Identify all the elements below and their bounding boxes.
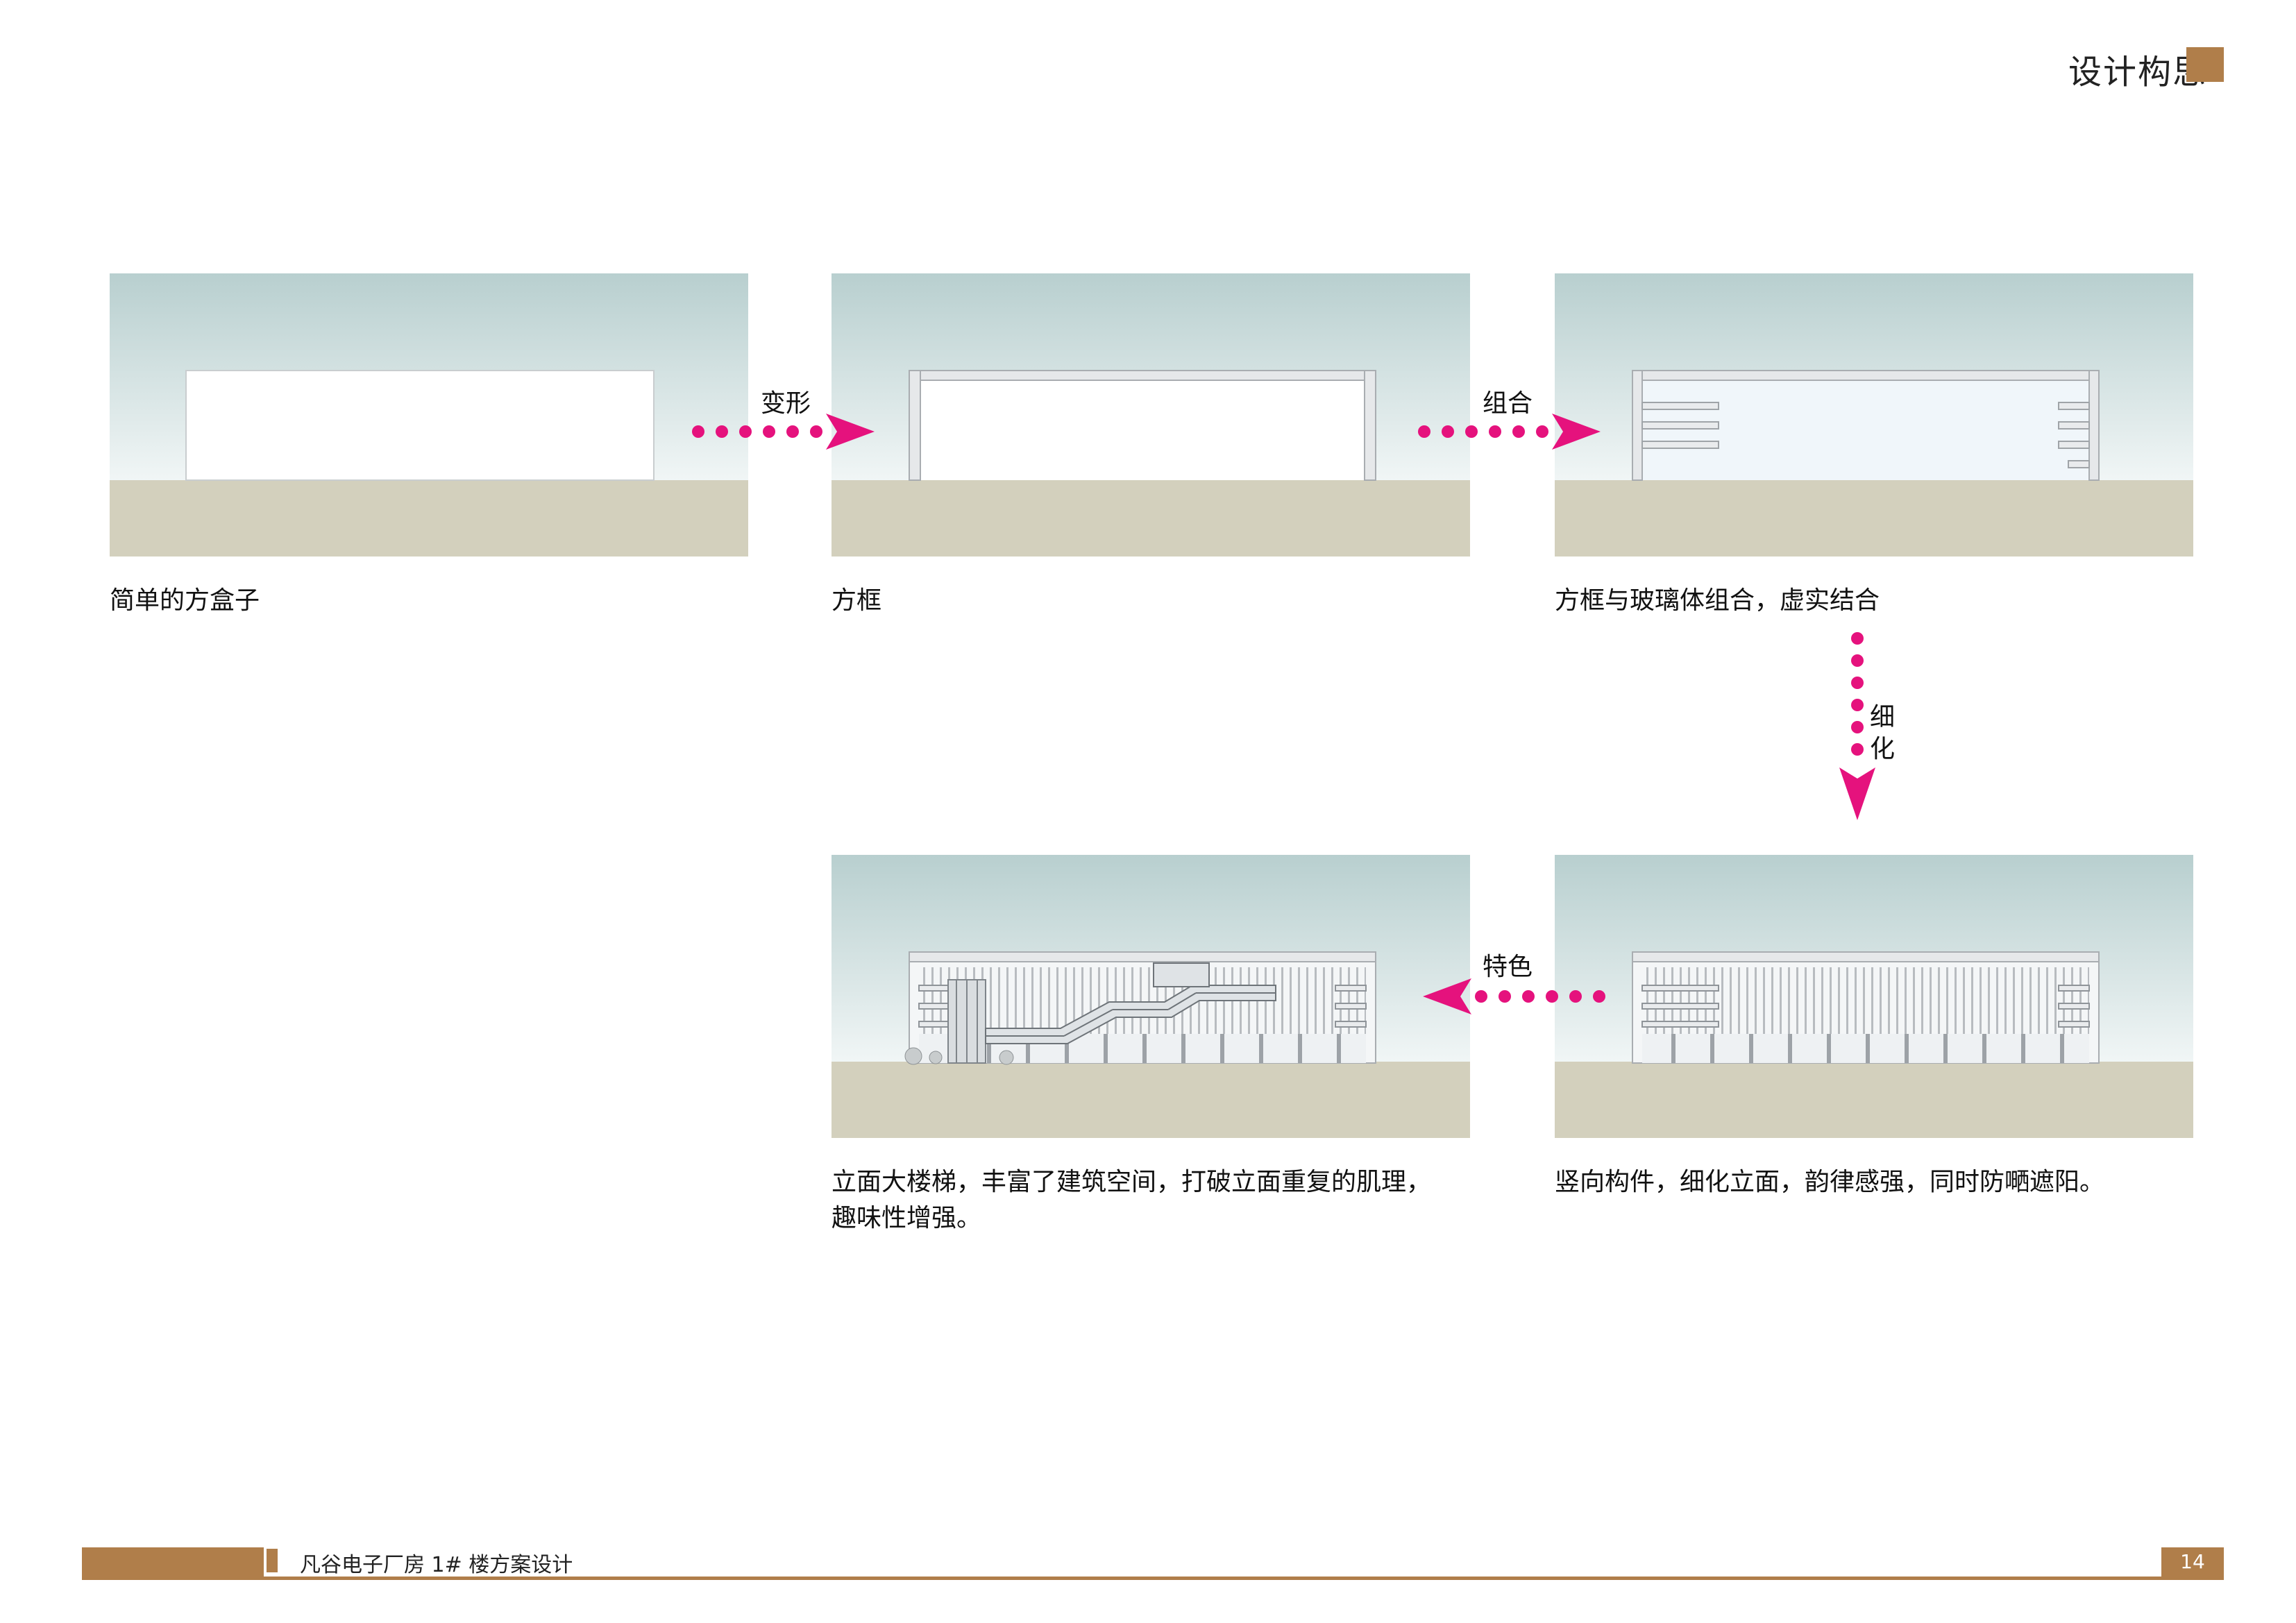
page-title: 设计构思 [2068,53,2207,92]
panel-grand-staircase [832,855,1470,1138]
caption-vertical-fins: 竖向构件，细化立面，韵律感强，同时防嗮遮阳。 [1555,1168,2105,1196]
panel-vertical-fins [1555,855,2193,1138]
caption-frame-glass: 方框与玻璃体组合，虚实结合 [1555,586,1880,615]
footer-project-title: 凡谷电子厂房 1# 楼方案设计 [300,1553,573,1577]
caption-grand-staircase-line1: 立面大楼梯，丰富了建筑空间，打破立面重复的肌理， [832,1168,1432,1196]
arrow-label-refine-1: 细 [1870,703,1896,731]
arrow-label-combine: 组合 [1483,389,1533,418]
caption-grand-staircase-line2: 趣味性增强。 [832,1204,982,1232]
dotted-arrow-down-icon [1839,632,1875,820]
arrow-label-deform: 变形 [761,389,811,418]
footer-accent-bar [82,1547,264,1578]
panel-frame [832,273,1470,556]
panel-frame-glass [1555,273,2193,556]
caption-simple-box: 简单的方盒子 [110,586,260,615]
footer-accent-notch [267,1549,278,1572]
caption-frame: 方框 [832,586,882,615]
panel-simple-box [110,273,748,556]
dotted-arrow-right-icon [1418,414,1601,450]
arrow-label-refine-2: 化 [1870,735,1896,763]
dotted-arrow-right-icon [692,414,875,450]
footer-rule [82,1577,2224,1580]
dotted-arrow-left-icon [1423,978,1605,1014]
title-accent-square [2186,47,2224,82]
arrow-label-feature: 特色 [1483,953,1533,981]
page-number: 14 [2161,1547,2224,1577]
